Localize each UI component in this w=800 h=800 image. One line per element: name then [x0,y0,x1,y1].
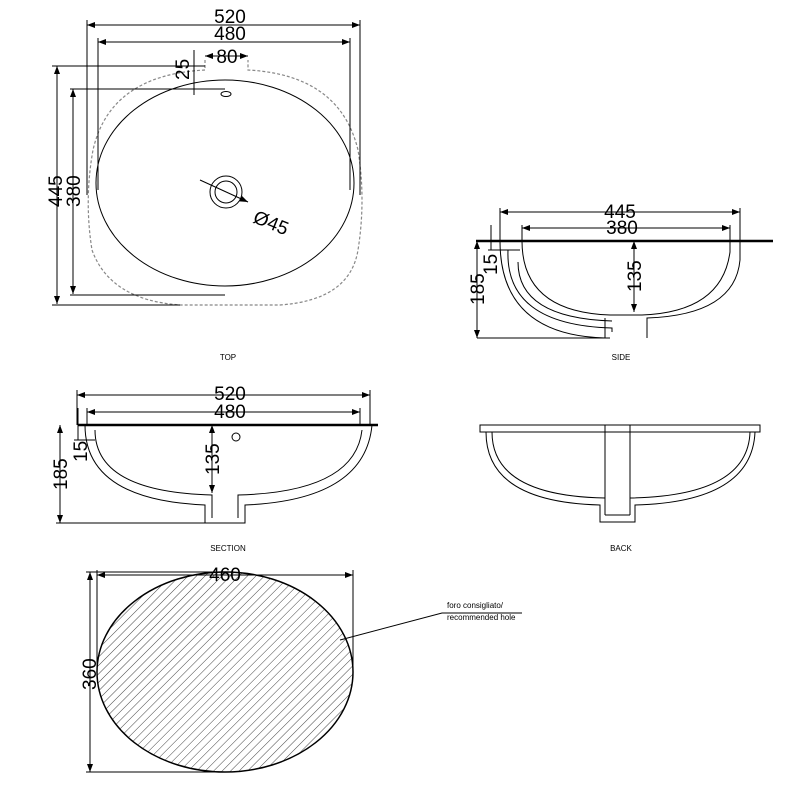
side-bowl-inner [521,240,731,316]
overflow-hole [220,91,232,97]
dim-tap-depth: 25 [173,59,194,80]
view-label-top: TOP [220,353,236,362]
drain-outer [209,175,243,209]
side-view: 445 380 185 15 135 SIDE [468,202,773,362]
section-bowl-outer [84,424,373,524]
section-overflow-hole [231,432,241,442]
cutout-note-line1: foro consigliato/ [447,601,504,610]
dim-section-height: 185 [51,458,72,490]
dim-cutout-depth: 360 [80,658,101,690]
dim-cutout-width: 460 [209,565,241,586]
dim-side-inner-width: 380 [606,218,638,239]
cutout-note-line2: recommended hole [447,613,516,622]
view-label-back: BACK [610,544,632,553]
dim-tap-width: 80 [216,47,237,68]
dim-inner-depth: 380 [64,175,85,207]
dim-side-overall-width: 445 [604,202,636,223]
top-view: Ø45 520 480 80 25 445 380 TOP [46,7,363,362]
dim-drain: Ø45 [250,207,291,240]
back-bowl-outer [485,431,756,523]
side-overflow-channel [507,249,613,332]
dim-side-height: 185 [468,273,489,305]
dim-side-bowl-depth: 135 [625,260,646,292]
basin-outline-dashed [87,60,363,306]
section-bowl-inner [94,429,363,518]
drain-inner [214,180,238,204]
view-label-side: SIDE [612,353,631,362]
dim-side-rim: 15 [481,254,502,275]
dim-section-inner-width: 480 [214,402,246,423]
dim-inner-width: 480 [214,24,246,45]
cutout-view: 460 360 foro consigliato/ recommended ho… [80,565,522,773]
dim-section-bowl-depth: 135 [203,443,224,475]
side-bowl-outer [499,240,741,339]
section-view: 520 480 185 15 135 SECTION [51,384,378,553]
dim-overall-width: 520 [214,7,246,28]
dim-section-overall-width: 520 [214,384,246,405]
bowl-ellipse [95,79,355,287]
recommended-hole [96,571,354,773]
view-label-section: SECTION [210,544,246,553]
dim-overall-depth: 445 [46,175,67,207]
back-view: BACK [479,424,761,553]
dim-section-rim: 15 [71,441,92,462]
back-bowl-inner [491,431,751,499]
